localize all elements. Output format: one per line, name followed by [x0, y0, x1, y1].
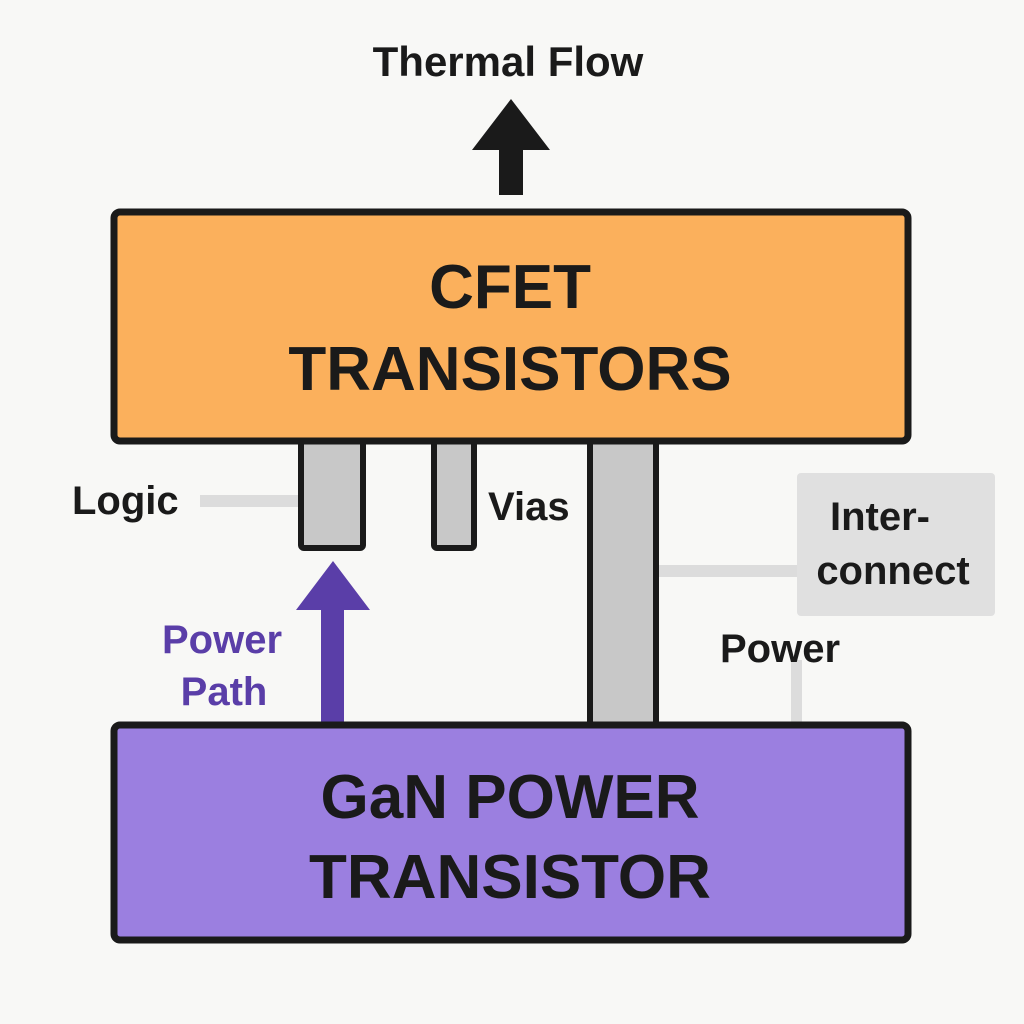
power-path-arrow-icon [296, 561, 370, 725]
interconnect-label-line1: Inter- [830, 495, 930, 539]
cfet-block: CFET TRANSISTORS [110, 208, 912, 445]
thermal-flow-title: Thermal Flow [373, 38, 644, 85]
gan-label-line2: TRANSISTOR [309, 843, 711, 912]
logic-connector-line [200, 495, 300, 507]
cfet-label-line2: TRANSISTORS [288, 335, 731, 404]
interconnect-label-line2: connect [816, 549, 969, 593]
vias-label: Vias [488, 485, 570, 529]
cfet-label-line1: CFET [429, 253, 591, 322]
logic-label: Logic [72, 479, 179, 523]
power-path-label-line1: Power [162, 618, 282, 662]
interconnect-box [797, 473, 995, 616]
small-via [431, 437, 477, 551]
interconnect-connector-line [658, 565, 803, 577]
gan-label-line1: GaN POWER [321, 763, 700, 832]
power-connector-line [791, 660, 802, 725]
power-via [587, 437, 659, 733]
thermal-arrow-icon [472, 99, 550, 195]
gan-block: GaN POWER TRANSISTOR [110, 721, 912, 944]
power-path-label-line2: Path [181, 670, 268, 714]
power-label: Power [720, 627, 840, 671]
logic-via [298, 437, 366, 551]
